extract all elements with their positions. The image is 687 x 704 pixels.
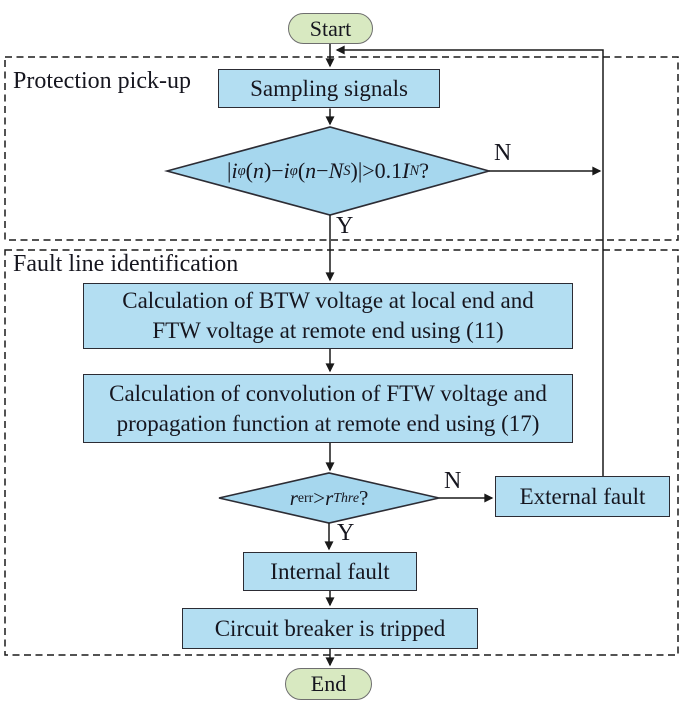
sampling-signals-box: Sampling signals: [218, 69, 440, 108]
sampling-signals-label: Sampling signals: [250, 75, 408, 101]
pickup-no-label: N: [494, 140, 512, 166]
ratio-no-label: N: [444, 468, 462, 494]
calc-convolution-box: Calculation of convolution of FTW voltag…: [83, 374, 573, 443]
ratio-yes-label: Y: [337, 520, 355, 546]
fault-line-section-label: Fault line identification: [13, 251, 239, 277]
start-label: Start: [309, 15, 352, 41]
calc-btw-voltage-label: Calculation of BTW voltage at local end …: [122, 288, 534, 343]
fault-line-section-border: [4, 249, 679, 656]
calc-convolution-label: Calculation of convolution of FTW voltag…: [109, 380, 547, 436]
pickup-section-border: [4, 56, 679, 241]
circuit-breaker-box: Circuit breaker is tripped: [182, 608, 478, 649]
external-fault-label: External fault: [519, 483, 646, 509]
feedback-external-to-start-line: [335, 45, 604, 476]
calc-btw-voltage-box: Calculation of BTW voltage at local end …: [83, 283, 573, 349]
internal-fault-label: Internal fault: [270, 558, 390, 584]
start-terminal: Start: [288, 13, 373, 44]
external-fault-box: External fault: [495, 476, 670, 517]
circuit-breaker-label: Circuit breaker is tripped: [214, 615, 446, 641]
end-terminal: End: [285, 668, 372, 700]
pickup-section-label: Protection pick-up: [13, 68, 191, 94]
end-label: End: [310, 671, 347, 696]
internal-fault-box: Internal fault: [243, 552, 417, 591]
pickup-yes-label: Y: [336, 213, 354, 239]
